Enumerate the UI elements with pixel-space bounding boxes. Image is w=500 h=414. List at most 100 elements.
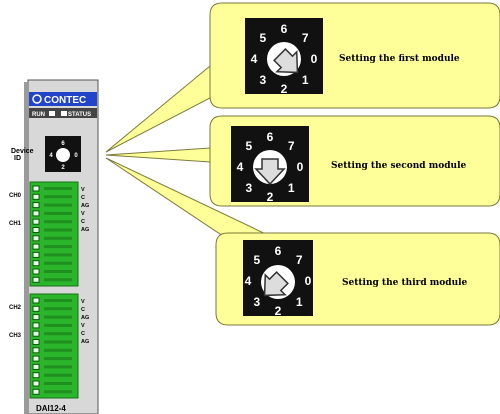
terminal-slot <box>44 299 72 302</box>
terminal-letters-lower: V C AG V C AG <box>81 299 89 345</box>
svg-text:4: 4 <box>49 153 53 159</box>
io-module: CONTEC RUN STATUS Device ID 6 0 2 4 CH0 … <box>9 79 99 414</box>
svg-text:AG: AG <box>81 227 89 233</box>
terminal-slot <box>44 340 72 344</box>
svg-text:AG: AG <box>81 315 89 321</box>
terminal-screw <box>32 268 40 275</box>
callout-second-pointer <box>105 147 211 163</box>
svg-text:V: V <box>81 211 85 217</box>
device-label: Device <box>11 148 34 155</box>
terminal-slot <box>44 236 72 240</box>
terminal-screw <box>32 330 40 337</box>
callout-third-label: Setting the third module <box>342 278 468 288</box>
led-run-indicator <box>49 111 55 116</box>
terminal-screw <box>32 227 40 233</box>
terminal-screw <box>32 380 40 387</box>
svg-text:0: 0 <box>74 153 78 159</box>
terminal-slot <box>44 187 72 190</box>
svg-text:C: C <box>81 331 85 337</box>
terminal-slot <box>44 373 72 377</box>
terminal-slot <box>44 390 72 394</box>
terminal-slot <box>44 195 72 199</box>
svg-text:AG: AG <box>81 203 89 209</box>
terminal-slot <box>44 261 72 265</box>
brand-name: CONTEC <box>44 95 86 106</box>
callout-first-pointer <box>105 64 211 153</box>
terminal-screw <box>32 202 40 209</box>
dial-number: 1 <box>302 73 309 87</box>
dial-number: 7 <box>288 139 295 153</box>
dial-number: 0 <box>311 52 318 66</box>
dial-number: 3 <box>245 181 252 195</box>
terminal-screws-upper <box>32 185 72 283</box>
dial-number: 5 <box>245 139 252 153</box>
svg-text:C: C <box>81 219 85 225</box>
terminal-screw <box>32 314 40 321</box>
dial-number: 7 <box>302 31 309 45</box>
terminal-slot <box>44 323 72 327</box>
dial-number: 5 <box>253 253 260 267</box>
dial-number: 2 <box>281 82 288 96</box>
dial-number: 4 <box>245 274 252 288</box>
terminal-slot <box>44 357 72 361</box>
dial-number: 0 <box>297 160 304 174</box>
terminal-screw <box>32 243 40 250</box>
svg-text:C: C <box>81 195 85 201</box>
channel-label-ch2: CH2 <box>9 305 22 311</box>
svg-text:6: 6 <box>61 141 65 147</box>
terminal-screw <box>32 355 40 362</box>
terminal-slot <box>44 211 72 215</box>
terminal-screw <box>32 322 40 329</box>
svg-text:2: 2 <box>61 165 65 171</box>
terminal-screw <box>32 185 40 192</box>
terminal-slot <box>44 245 72 249</box>
terminal-slot <box>44 307 72 311</box>
channel-label-ch0: CH0 <box>9 193 22 199</box>
dial-number: 3 <box>259 73 266 87</box>
channel-label-ch3: CH3 <box>9 333 22 339</box>
terminal-screw <box>32 251 40 258</box>
terminal-slot <box>44 203 72 207</box>
svg-text:C: C <box>81 307 85 313</box>
terminal-slot <box>44 278 72 282</box>
callout-second-label: Setting the second module <box>331 161 467 171</box>
led-status-label: STATUS <box>68 112 91 118</box>
terminal-slot <box>44 253 72 257</box>
dial-number: 6 <box>281 22 288 36</box>
terminal-screw <box>32 260 40 267</box>
terminal-slot <box>44 228 72 232</box>
dial-number: 0 <box>305 274 312 288</box>
terminal-slot <box>44 220 72 224</box>
terminal-screw <box>32 305 40 312</box>
terminal-screw <box>32 276 40 283</box>
terminal-screw <box>32 210 40 217</box>
callout-first-label: Setting the first module <box>339 54 460 64</box>
dial-number: 6 <box>267 130 274 144</box>
terminal-screw <box>32 193 40 200</box>
dial-arrow-icon <box>254 158 286 186</box>
dial-number: 4 <box>251 52 258 66</box>
led-status-indicator <box>61 111 67 116</box>
terminal-screw <box>32 372 40 379</box>
terminal-slot <box>44 332 72 336</box>
brand-bar <box>29 92 97 106</box>
terminal-screw <box>32 339 40 345</box>
terminal-slot <box>44 382 72 385</box>
module-side <box>24 82 29 414</box>
dial-number: 1 <box>288 181 295 195</box>
terminal-slot <box>44 315 72 319</box>
terminal-screw <box>32 297 40 304</box>
terminal-screw <box>32 363 40 370</box>
dial-number: 6 <box>275 244 282 258</box>
terminal-screw <box>32 218 40 225</box>
svg-text:V: V <box>81 323 85 329</box>
terminal-letters-upper: V C AG V C AG <box>81 187 89 233</box>
channel-label-ch1: CH1 <box>9 221 22 227</box>
device-id-dial: 6 0 2 4 <box>45 136 81 172</box>
dial-arrow-icon <box>273 48 299 74</box>
